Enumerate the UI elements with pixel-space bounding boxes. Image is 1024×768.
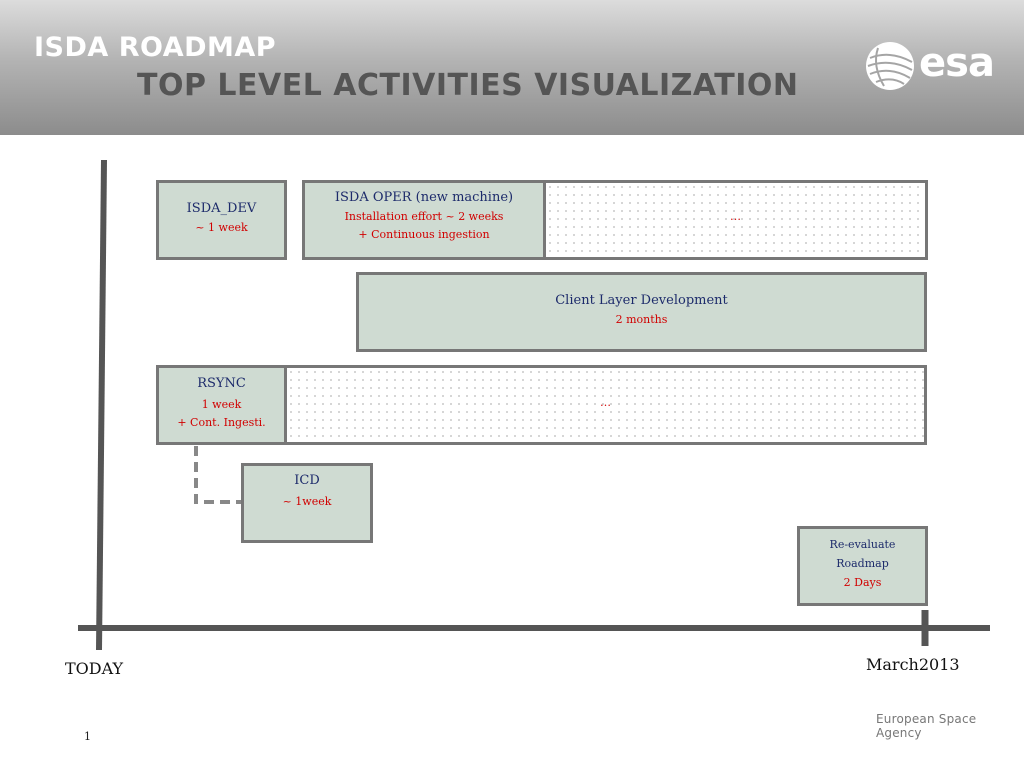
icd-box: ICD ~ 1week (241, 463, 373, 543)
isda-oper-box: ISDA OPER (new machine) Installation eff… (302, 180, 546, 260)
page-title: ISDA ROADMAP (34, 32, 277, 63)
agency-name: European Space Agency (876, 712, 977, 740)
isda-dev-box: ISDA_DEV ~ 1 week (156, 180, 287, 260)
rsync-continuation: … (284, 365, 927, 445)
icd-title: ICD (294, 473, 320, 488)
vertical-axis (96, 159, 107, 651)
rsync-box: RSYNC 1 week + Cont. Ingesti. (156, 365, 287, 445)
client-layer-box: Client Layer Development 2 months (356, 272, 927, 352)
isda-oper-ellipsis: … (730, 210, 741, 223)
esa-logo-text: esa (919, 40, 995, 86)
isda-dev-title: ISDA_DEV (186, 201, 257, 216)
page-subtitle: TOP LEVEL ACTIVITIES VISUALIZATION (137, 68, 799, 103)
rsync-ellipsis: … (600, 396, 611, 409)
timeline-end-label: March2013 (866, 655, 960, 674)
isda-dev-duration: ~ 1 week (195, 221, 248, 234)
client-layer-duration: 2 months (615, 313, 668, 326)
timeline-start-label: TODAY (65, 659, 124, 678)
rsync-ingestion: + Cont. Ingesti. (177, 416, 266, 429)
isda-oper-ingestion: + Continuous ingestion (358, 228, 490, 241)
esa-globe-icon (866, 42, 914, 90)
isda-oper-title: ISDA OPER (new machine) (334, 190, 514, 205)
client-layer-title: Client Layer Development (555, 293, 728, 308)
header-banner: ISDA ROADMAP TOP LEVEL ACTIVITIES VISUAL… (0, 0, 1024, 135)
reevaluate-line2: Roadmap (836, 557, 889, 570)
isda-oper-effort: Installation effort ~ 2 weeks (344, 210, 504, 223)
page-number: 1 (84, 730, 91, 743)
esa-logo: esa (864, 40, 1004, 94)
rsync-icd-connector (194, 446, 243, 504)
reevaluate-box: Re-evaluate Roadmap 2 Days (797, 526, 928, 606)
rsync-duration: 1 week (201, 398, 242, 411)
isda-oper-continuation: … (543, 180, 928, 260)
rsync-title: RSYNC (197, 376, 246, 391)
icd-duration: ~ 1week (282, 495, 332, 508)
reevaluate-line1: Re-evaluate (829, 538, 896, 551)
reevaluate-duration: 2 Days (843, 576, 882, 589)
